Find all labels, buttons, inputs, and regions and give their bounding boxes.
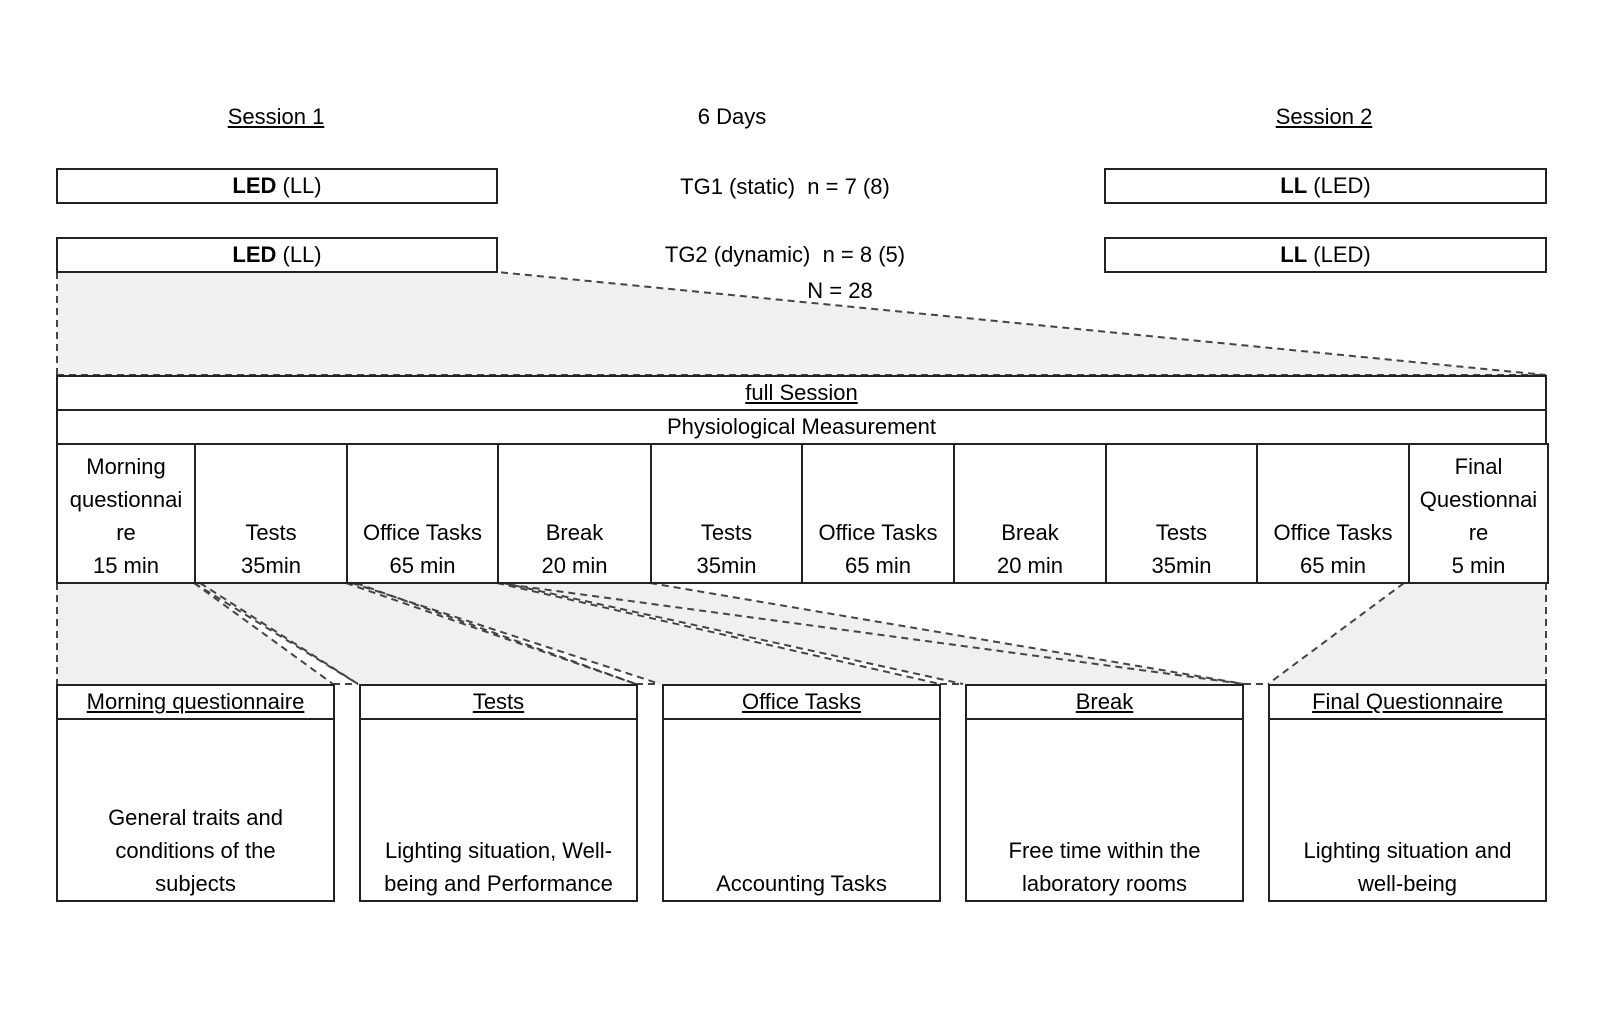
detail-body-text: Free time within the laboratory rooms bbox=[1008, 838, 1201, 896]
segment-label: Tests bbox=[1155, 520, 1208, 545]
total-n-label: N = 28 bbox=[807, 278, 873, 303]
segment-2: Tests 35min bbox=[194, 443, 348, 584]
tg2-label: TG2 (dynamic) n = 8 (5) bbox=[600, 242, 970, 268]
segment-label: Tests bbox=[700, 520, 753, 545]
segment-label: Tests bbox=[245, 520, 297, 545]
segment-9: Office Tasks 65 min bbox=[1256, 443, 1410, 584]
tg1-session1-primary: LED bbox=[232, 173, 277, 198]
tg1-label-text: TG1 (static) n = 7 (8) bbox=[680, 174, 890, 199]
segment-7: Break 20 min bbox=[953, 443, 1107, 584]
tg2-session2-alt: (LED) bbox=[1307, 242, 1371, 267]
duration-label: 6 Days bbox=[697, 104, 767, 129]
segment-duration: 35min bbox=[696, 553, 757, 578]
zoom-lines-lower bbox=[56, 582, 1547, 685]
segment-10: Final Questionnai re 5 min bbox=[1408, 443, 1549, 584]
segment-label: Office Tasks bbox=[362, 520, 482, 545]
detail-body-text: Accounting Tasks bbox=[716, 871, 887, 896]
zoom-shade-top bbox=[57, 272, 1546, 375]
detail-title: Tests bbox=[361, 686, 636, 720]
zoom-shade-morning bbox=[57, 583, 333, 684]
segment-duration: 65 min bbox=[1299, 553, 1367, 578]
tg1-session2-primary: LL bbox=[1280, 173, 1308, 198]
segment-duration: 35min bbox=[241, 553, 301, 578]
tg2-session1-alt: (LL) bbox=[276, 242, 322, 267]
zoom-shade-final bbox=[1268, 583, 1546, 684]
segment-duration: 65 min bbox=[389, 553, 456, 578]
segment-6: Office Tasks 65 min bbox=[801, 443, 955, 584]
tg2-session1-primary: LED bbox=[232, 242, 277, 267]
tg2-session2-box: LL (LED) bbox=[1104, 237, 1547, 273]
segment-label: Morning questionnai re bbox=[69, 454, 183, 545]
tg1-session1-box: LED (LL) bbox=[56, 168, 498, 204]
detail-body-text: Lighting situation, Well- being and Perf… bbox=[384, 838, 613, 896]
zoom-shade-tests bbox=[194, 583, 636, 684]
segment-3: Office Tasks 65 min bbox=[346, 443, 499, 584]
segment-1: Morning questionnai re 15 min bbox=[56, 443, 196, 584]
tg2-session1-box: LED (LL) bbox=[56, 237, 498, 273]
tg2-label-text: TG2 (dynamic) n = 8 (5) bbox=[664, 242, 906, 267]
detail-body: Lighting situation, Well- being and Perf… bbox=[361, 720, 636, 900]
detail-title: Office Tasks bbox=[664, 686, 939, 720]
tg2-session2-primary: LL bbox=[1280, 242, 1308, 267]
full-session-bar: full Session bbox=[56, 375, 1547, 411]
detail-body: Free time within the laboratory rooms bbox=[967, 720, 1242, 900]
segment-label: Office Tasks bbox=[818, 520, 938, 545]
segment-8: Tests 35min bbox=[1105, 443, 1258, 584]
detail-body: Accounting Tasks bbox=[664, 720, 939, 900]
detail-body-text: Lighting situation and well-being bbox=[1303, 838, 1512, 896]
tg1-label: TG1 (static) n = 7 (8) bbox=[600, 174, 970, 200]
segment-label: Final Questionnai re bbox=[1419, 454, 1538, 545]
session2-header: Session 2 bbox=[1275, 104, 1373, 129]
detail-title: Morning questionnaire bbox=[58, 686, 333, 720]
segment-5: Tests 35min bbox=[650, 443, 803, 584]
segment-label: Break bbox=[545, 520, 604, 545]
segment-duration: 35min bbox=[1151, 553, 1212, 578]
segment-duration: 5 min bbox=[1451, 553, 1506, 578]
zoom-shade-office bbox=[346, 583, 940, 684]
session1-header: Session 1 bbox=[227, 104, 325, 129]
segment-label: Office Tasks bbox=[1273, 520, 1393, 545]
detail-title: Final Questionnaire bbox=[1270, 686, 1545, 720]
tg1-session2-alt: (LED) bbox=[1307, 173, 1371, 198]
tg1-session2-box: LL (LED) bbox=[1104, 168, 1547, 204]
segment-duration: 15 min bbox=[92, 553, 160, 578]
segment-4: Break 20 min bbox=[497, 443, 652, 584]
tg1-session1-alt: (LL) bbox=[276, 173, 322, 198]
physiological-measurement-bar: Physiological Measurement bbox=[56, 409, 1547, 445]
detail-body: General traits and conditions of the sub… bbox=[58, 720, 333, 900]
segment-duration: 20 min bbox=[541, 553, 608, 578]
detail-body-text: General traits and conditions of the sub… bbox=[108, 805, 283, 896]
segment-label: Break bbox=[1001, 520, 1059, 545]
segment-duration: 20 min bbox=[996, 553, 1064, 578]
segment-duration: 65 min bbox=[844, 553, 912, 578]
detail-title: Break bbox=[967, 686, 1242, 720]
detail-body: Lighting situation and well-being bbox=[1270, 720, 1545, 900]
